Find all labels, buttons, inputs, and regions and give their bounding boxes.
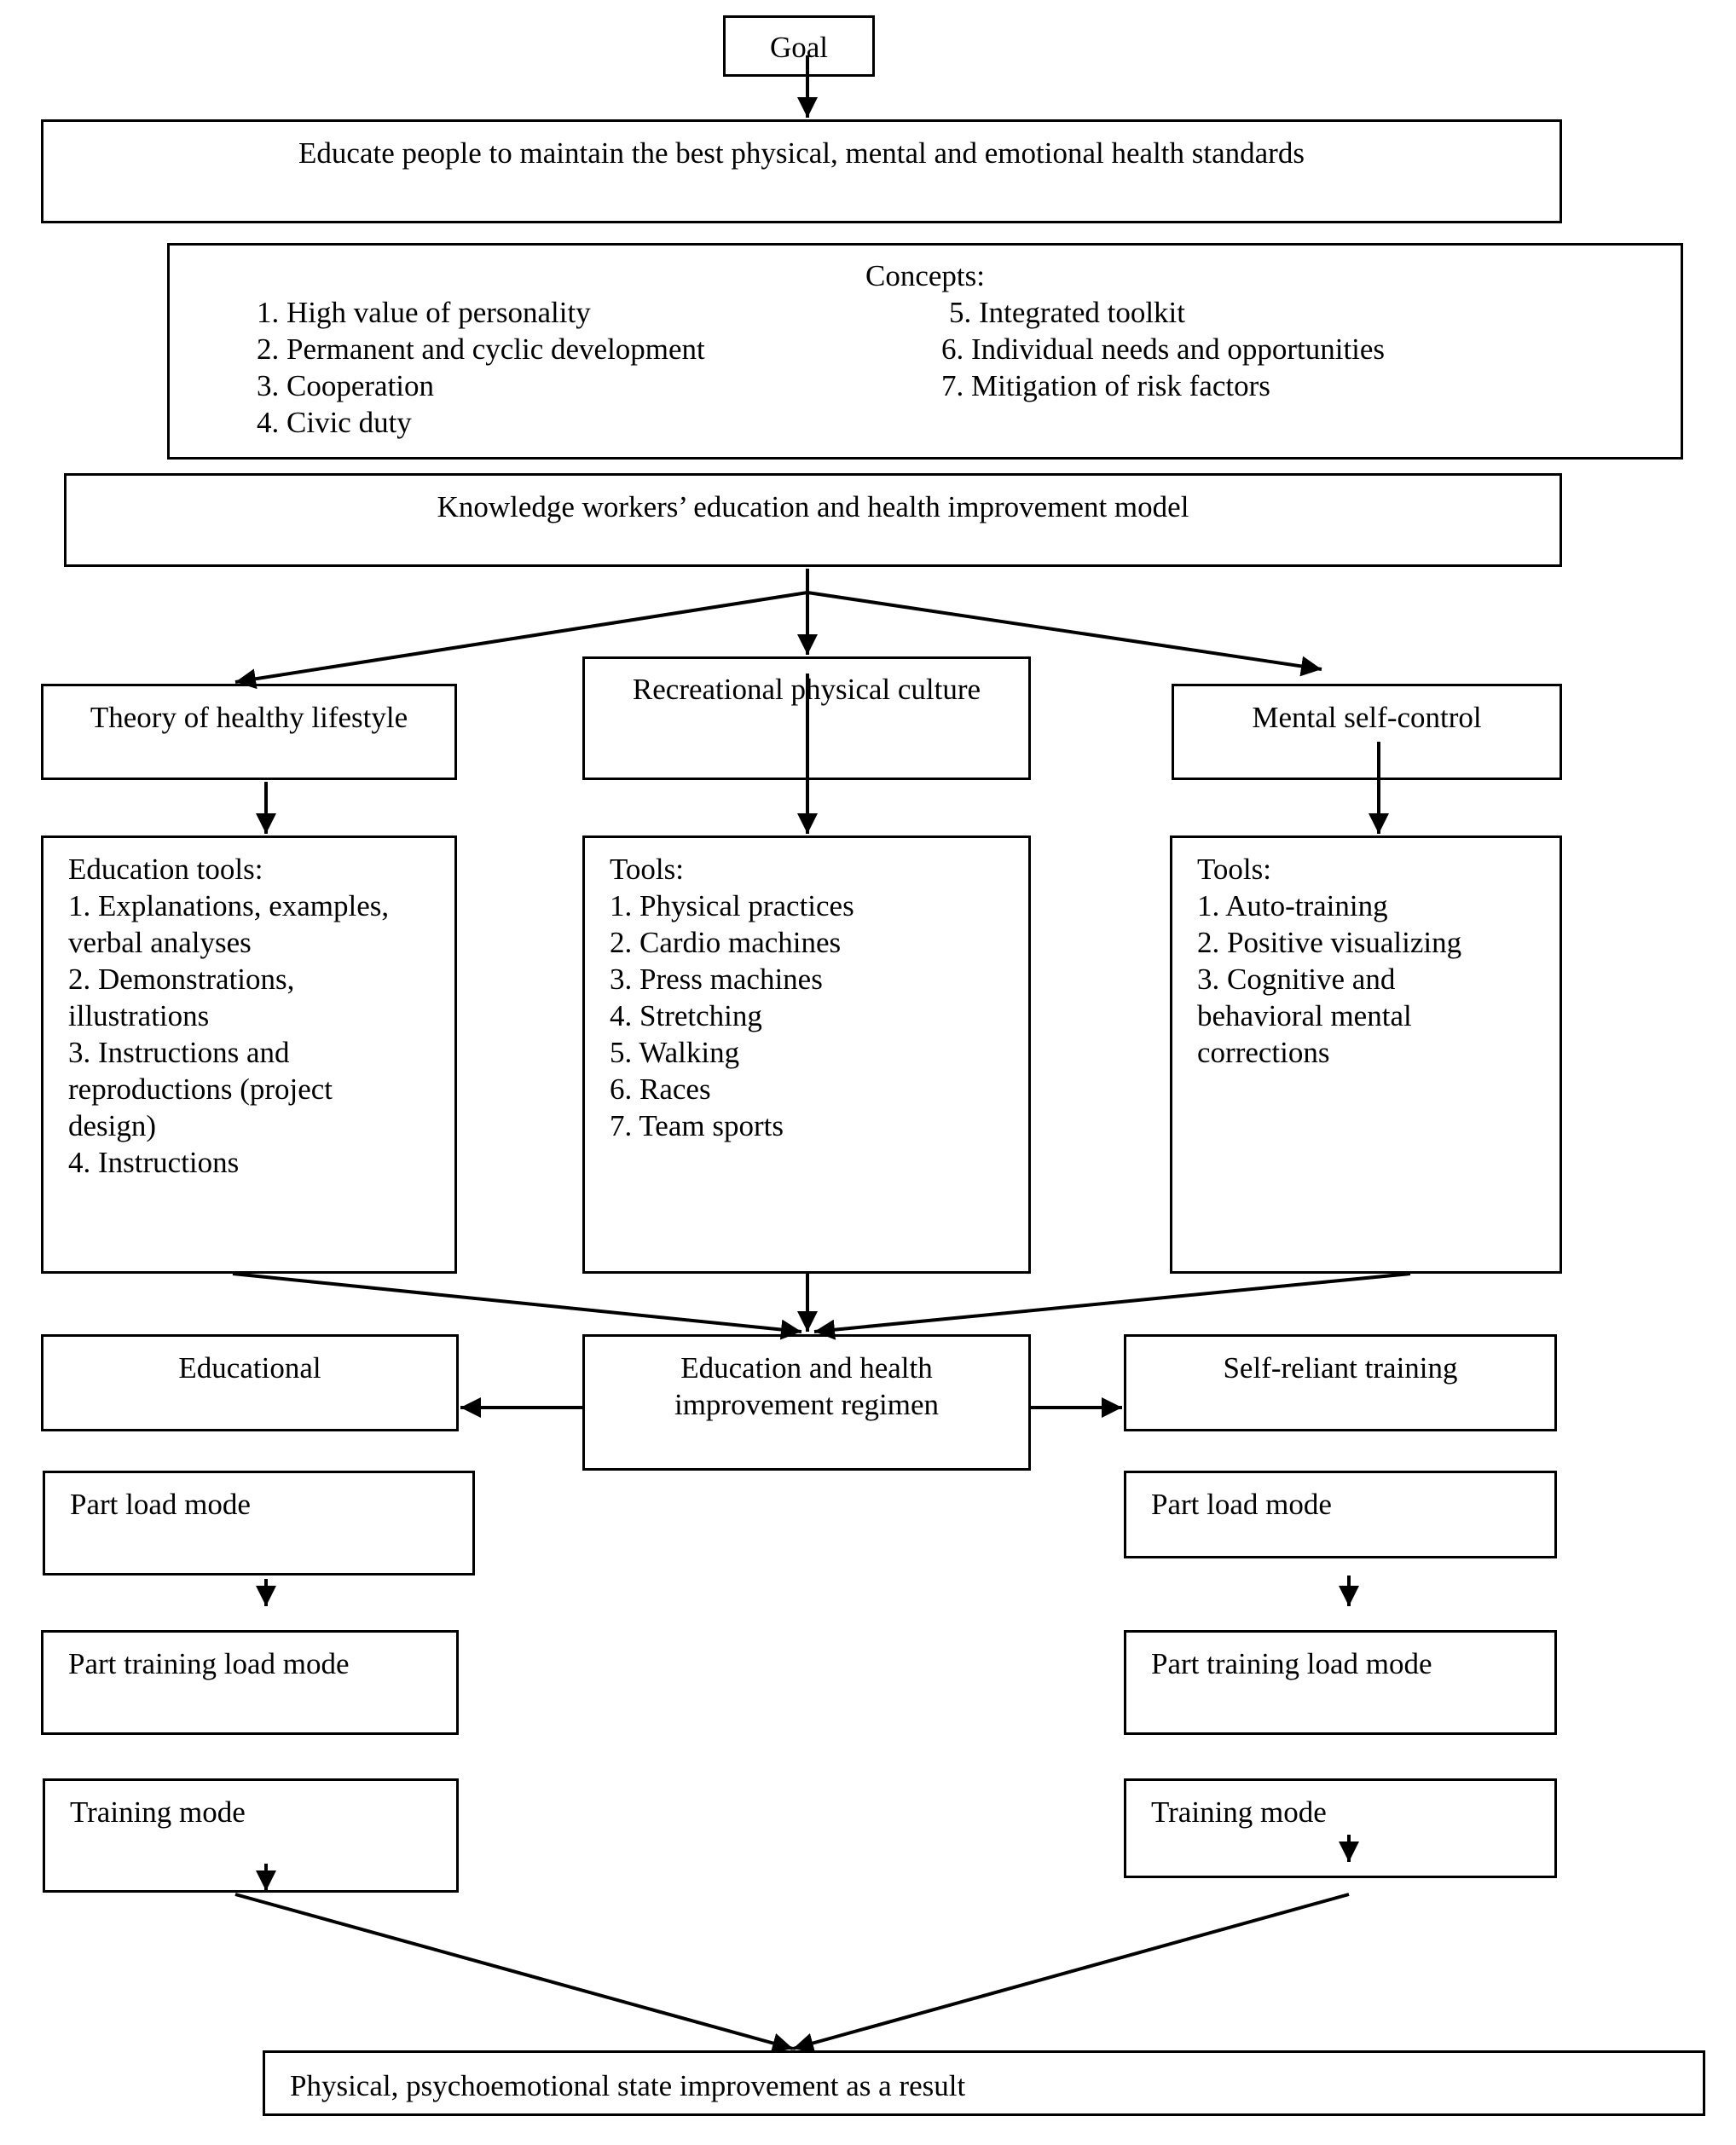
concepts-title: Concepts: (865, 259, 985, 292)
educational-label: Educational (178, 1351, 321, 1385)
regimen-line: Education and health (680, 1351, 933, 1385)
concepts-box (167, 243, 1683, 460)
tools-title: Education tools: (68, 853, 263, 886)
physical-tools-box (582, 835, 1031, 1274)
tool-item: 3. Instructions and (68, 1036, 290, 1069)
mental-box (1172, 684, 1562, 780)
tool-item: 1. Physical practices (610, 889, 854, 922)
tool-item: 2. Cardio machines (610, 926, 842, 959)
arrow-mental-tools-to-regimen (813, 1272, 1411, 1340)
tool-item: 3. Press machines (610, 963, 823, 996)
goal-box (723, 15, 875, 77)
concept-item: 4. Civic duty (257, 406, 412, 439)
left-training-box (43, 1778, 459, 1893)
right-part-training-box (1124, 1630, 1557, 1735)
arrow-left-to-result (234, 1893, 794, 2054)
concepts-left-list: 1. High value of personality 2. Permanen… (257, 294, 705, 441)
concept-item: 5. Integrated toolkit (949, 296, 1186, 329)
concept-item: 1. High value of personality (257, 296, 591, 329)
tool-item: 2. Positive visualizing (1197, 926, 1462, 959)
physical-tools-list: Tools: 1. Physical practices 2. Cardio m… (610, 851, 854, 1144)
tool-item: 1. Explanations, examples, (68, 889, 390, 922)
tool-item: design) (68, 1109, 157, 1142)
education-tools-list: Education tools: 1. Explanations, exampl… (68, 851, 389, 1181)
goal-statement: Educate people to maintain the best phys… (298, 136, 1305, 170)
tools-title: Tools: (610, 853, 685, 886)
tools-title: Tools: (1197, 853, 1272, 886)
educational-box (41, 1334, 459, 1431)
right-part-load-box (1124, 1471, 1557, 1558)
regimen-line: improvement regimen (674, 1388, 940, 1421)
concept-item: 7. Mitigation of risk factors (941, 369, 1270, 402)
goal-statement-box (41, 119, 1562, 223)
arrow-right-to-result (792, 1893, 1350, 2054)
goal-label: Goal (769, 31, 829, 64)
tool-item: 7. Team sports (610, 1109, 784, 1142)
theory-label: Theory of healthy lifestyle (90, 701, 408, 734)
left-part-load-label: Part load mode (70, 1488, 251, 1521)
recreational-label: Recreational physical culture (632, 673, 981, 706)
tool-item: behavioral mental (1197, 999, 1412, 1032)
result-label: Physical, psychoemotional state improvem… (290, 2069, 966, 2102)
tool-item: 4. Instructions (68, 1146, 240, 1179)
right-training-box (1124, 1778, 1557, 1878)
self-reliant-label: Self-reliant training (1223, 1351, 1458, 1385)
left-part-training-box (41, 1630, 459, 1735)
concept-item: 3. Cooperation (257, 369, 435, 402)
left-training-label: Training mode (70, 1795, 246, 1829)
tool-item: verbal analyses (68, 926, 252, 959)
tool-item: 6. Races (610, 1072, 711, 1106)
tool-item: 1. Auto-training (1197, 889, 1388, 922)
regimen-box (582, 1334, 1031, 1471)
tool-item: illustrations (68, 999, 210, 1032)
mental-tools-list: Tools: 1. Auto-training 2. Positive visu… (1197, 851, 1461, 1071)
mental-label: Mental self-control (1252, 701, 1482, 734)
right-part-load-label: Part load mode (1151, 1488, 1332, 1521)
left-part-training-label: Part training load mode (68, 1647, 350, 1680)
concepts-right-list: 5. Integrated toolkit 6. Individual need… (941, 294, 1385, 404)
self-reliant-box (1124, 1334, 1557, 1431)
model-box (64, 473, 1562, 567)
arrow-educ-tools-to-regimen (232, 1272, 802, 1340)
tool-item: 5. Walking (610, 1036, 740, 1069)
right-part-training-label: Part training load mode (1151, 1647, 1432, 1680)
concept-item: 2. Permanent and cyclic development (257, 332, 705, 366)
left-part-load-box (43, 1471, 475, 1576)
right-training-label: Training mode (1151, 1795, 1327, 1829)
concept-item: 6. Individual needs and opportunities (941, 332, 1386, 366)
tool-item: reproductions (project (68, 1072, 333, 1106)
tool-item: 4. Stretching (610, 999, 762, 1032)
tool-item: 2. Demonstrations, (68, 963, 295, 996)
model-label: Knowledge workers’ education and health … (437, 490, 1189, 523)
tool-item: 3. Cognitive and (1197, 963, 1396, 996)
regimen-label: Education and health improvement regimen (582, 1350, 1031, 1423)
tool-item: corrections (1197, 1036, 1330, 1069)
result-box (263, 2050, 1705, 2116)
